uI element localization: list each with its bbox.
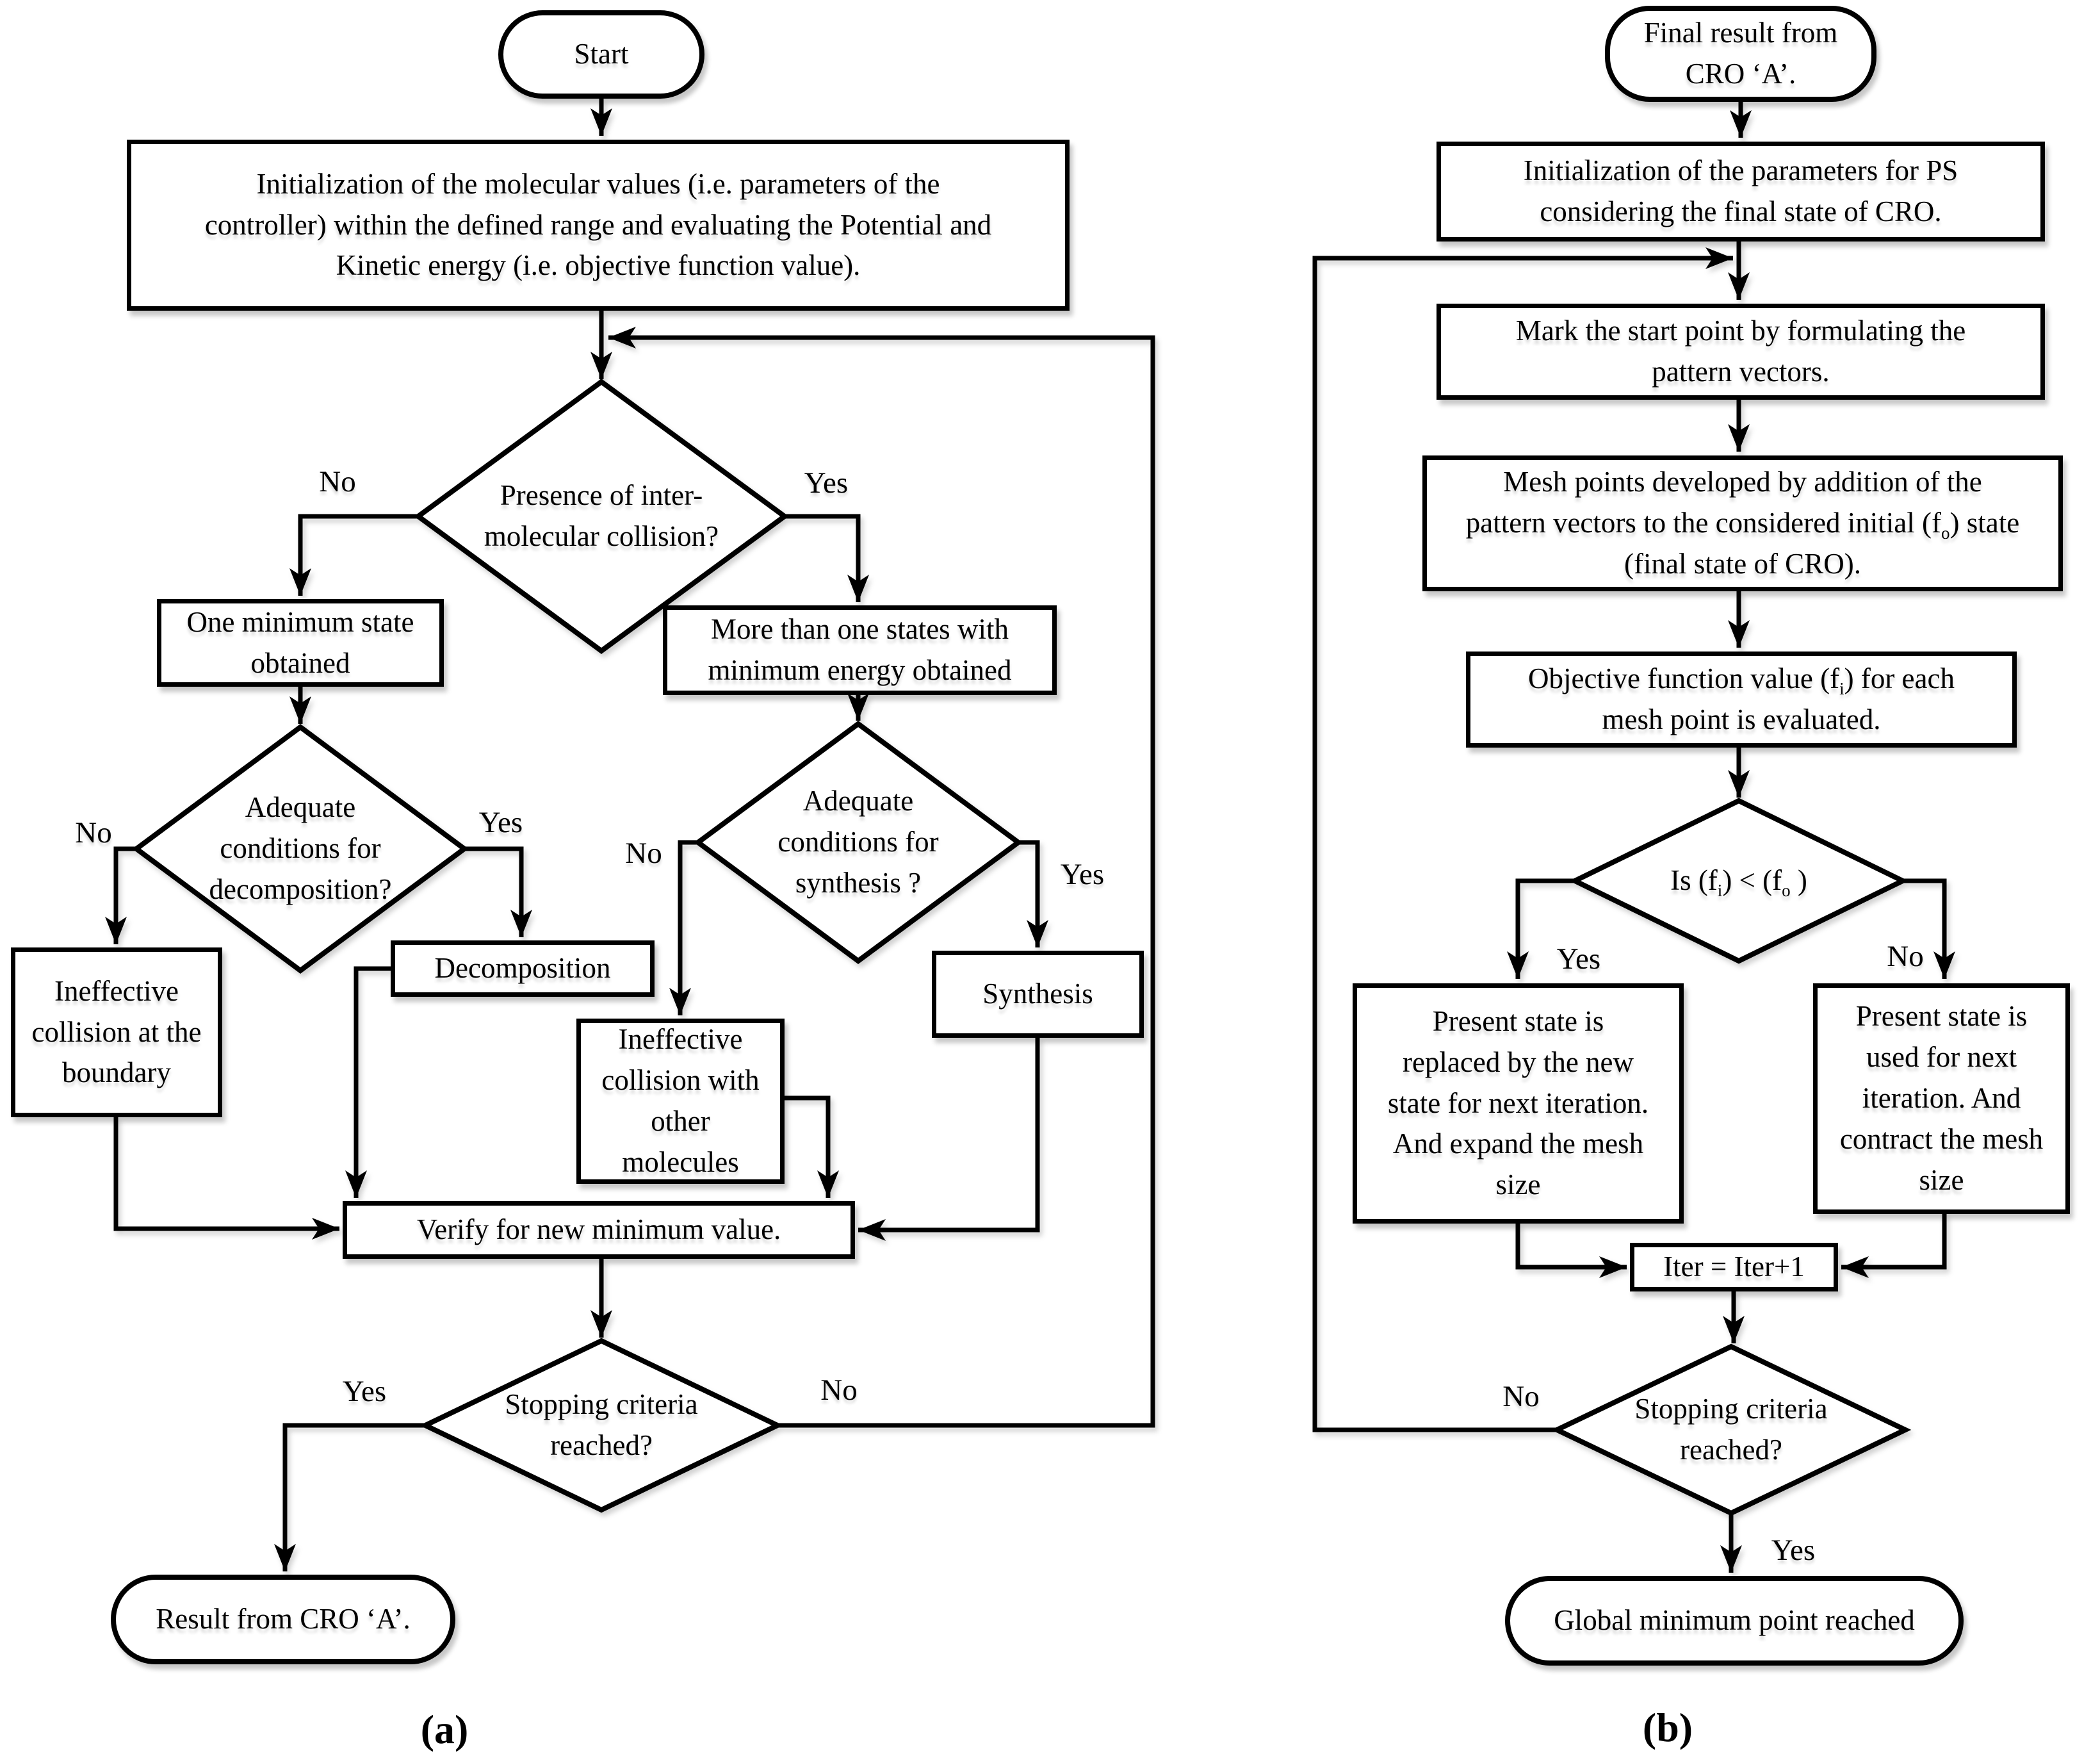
- edge-label-a-synthesis-no: No: [625, 837, 662, 870]
- edge-b-stopping-no-feedback: [1312, 247, 1733, 1432]
- edge-label-a-collision-yes: Yes: [804, 466, 849, 500]
- edge-a-collision-no: [289, 514, 418, 596]
- edge-label-a-stopping-no: No: [820, 1373, 858, 1407]
- decision-diamond-b-stopping: [1551, 1343, 1912, 1516]
- edge-label-b-stopping-yes: Yes: [1771, 1534, 1816, 1567]
- edge-a-ineffother-to-verify: [785, 1095, 839, 1198]
- decision-a-stopping-label: Stopping criteria reached?: [505, 1388, 698, 1461]
- decision-diamond-a-decomposition: [132, 724, 469, 974]
- process-b-mark-start-point: Mark the start point by formulating the …: [1437, 304, 2045, 400]
- process-a-more-states: More than one states with minimum energy…: [663, 605, 1057, 695]
- start-terminator-b: Final result from CRO ‘A’.: [1605, 6, 1876, 102]
- edge-label-b-stopping-no: No: [1502, 1380, 1540, 1413]
- edge-a-synthesisbox-to-verify: [858, 1038, 1040, 1241]
- decision-b-compare-label: Is (fi) < (fo ): [1670, 864, 1807, 901]
- result-terminator-a: Result from CRO ‘A’.: [111, 1575, 455, 1664]
- edge-a-stopping-yes: [274, 1423, 425, 1571]
- edge-b-used-to-iter: [1841, 1214, 1947, 1278]
- edge-a-synthesis-no: [669, 840, 698, 1015]
- decision-diamond-a-collision: [414, 379, 789, 654]
- process-b-present-replaced: Present state is replaced by the new sta…: [1353, 983, 1684, 1224]
- process-b-initialization: Initialization of the parameters for PS …: [1437, 142, 2045, 242]
- edge-label-b-compare-no: No: [1887, 940, 1924, 973]
- process-b-iteration-counter: Iter = Iter+1: [1630, 1243, 1838, 1291]
- caption-a: (a): [420, 1707, 469, 1752]
- process-b-objective-function: Objective function value (fi) for each m…: [1466, 652, 2017, 748]
- decision-a-collision-label: Presence of inter-molecular collision?: [484, 479, 719, 552]
- decision-a-synthesis-label: Adequate conditions for synthesis ?: [777, 785, 939, 899]
- process-a-one-minimum: One minimum state obtained: [157, 599, 444, 687]
- process-a-ineffective-boundary: Ineffective collision at the boundary: [11, 947, 222, 1117]
- edge-a-synthesis-yes: [1018, 840, 1048, 947]
- process-a-decomposition: Decomposition: [391, 940, 655, 997]
- process-b-present-used: Present state is used for next iteration…: [1813, 983, 2070, 1214]
- edge-b-compare-yes: [1507, 878, 1575, 979]
- edge-a-decomposition-to-verify: [345, 966, 391, 1198]
- edge-label-b-compare-yes: Yes: [1556, 942, 1601, 976]
- edge-label-a-decomposition-yes: Yes: [478, 806, 523, 839]
- caption-b: (b): [1642, 1705, 1693, 1750]
- edge-b-compare-no: [1903, 878, 1955, 979]
- process-a-verify: Verify for new minimum value.: [343, 1201, 855, 1259]
- edge-b-replaced-to-iter: [1515, 1224, 1627, 1278]
- edge-label-a-stopping-yes: Yes: [342, 1375, 387, 1408]
- edge-label-a-decomposition-no: No: [75, 816, 112, 849]
- decision-a-decomposition-label: Adequate conditions for decomposition?: [209, 791, 392, 905]
- edge-label-a-collision-no: No: [319, 465, 356, 498]
- process-a-synthesis: Synthesis: [932, 951, 1144, 1038]
- result-terminator-b: Global minimum point reached: [1505, 1576, 1964, 1666]
- edge-a-stopping-no-feedback: [608, 327, 1155, 1428]
- process-b-mesh-points: Mesh points developed by addition of the…: [1422, 455, 2063, 591]
- decision-diamond-b-compare: [1568, 798, 1909, 964]
- decision-diamond-a-synthesis: [694, 721, 1023, 964]
- edge-a-ineffboundary-to-verify: [113, 1117, 339, 1240]
- decision-diamond-a-stopping: [419, 1338, 784, 1513]
- edge-a-collision-yes: [785, 514, 869, 602]
- edge-a-decomposition-no: [105, 846, 136, 944]
- start-terminator-a: Start: [498, 10, 704, 99]
- edge-a-decomposition-yes: [464, 846, 532, 937]
- edge-label-a-synthesis-yes: Yes: [1060, 858, 1105, 891]
- decision-b-stopping-label: Stopping criteria reached?: [1634, 1393, 1828, 1466]
- process-a-initialization: Initialization of the molecular values (…: [127, 140, 1070, 311]
- process-a-ineffective-other: Ineffective collision with other molecul…: [576, 1019, 785, 1184]
